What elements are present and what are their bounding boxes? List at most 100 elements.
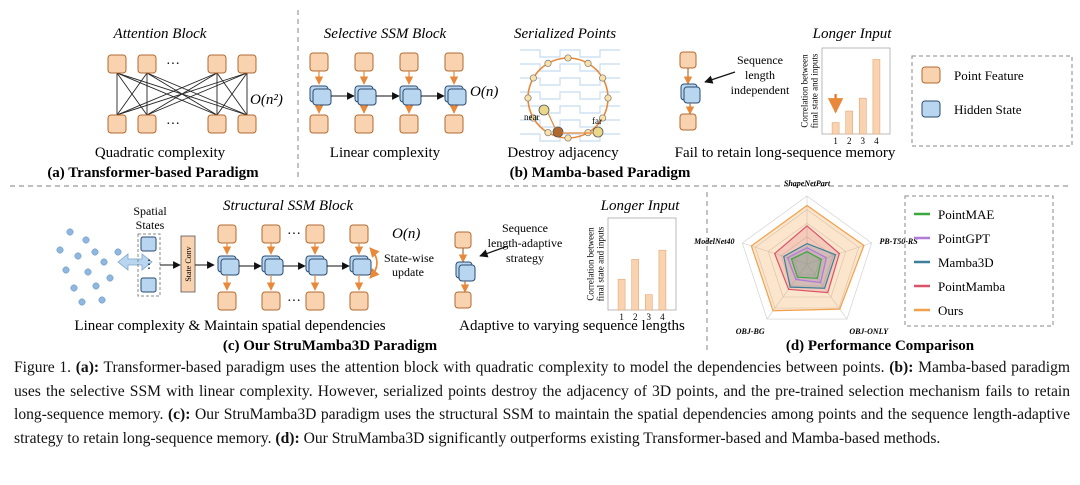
caption-lead: Figure 1. — [14, 359, 76, 376]
far-label: far — [592, 116, 602, 126]
sequence-adaptive: Sequence length-adaptive strategy — [454, 221, 562, 309]
ssm-b-hidden-node — [312, 88, 332, 106]
panel-c-label: (c) Our StruMamba3D Paradigm — [223, 338, 438, 354]
spatial-states-line-1: Spatial — [133, 204, 167, 218]
ssm-c-input-node — [305, 224, 325, 244]
panel-a-label: (a) Transformer-based Paradigm — [47, 165, 259, 181]
radar-axis-label: OBJ-BG — [736, 327, 765, 336]
radar-series-ours — [750, 204, 865, 312]
serialized-point — [544, 59, 552, 67]
longer-input-title-b: Longer Input — [812, 26, 893, 42]
radar-series-mamba3d — [783, 242, 837, 289]
fail-retain-label: Fail to retain long-sequence memory — [675, 145, 896, 161]
attention-query-node — [137, 54, 157, 74]
point-cloud-point — [78, 298, 86, 306]
radar-axis — [806, 263, 848, 320]
ssm-c-ellipsis-top: ··· — [287, 227, 301, 242]
point-cloud-point — [84, 268, 92, 276]
point-cloud-point — [82, 236, 90, 244]
chart-ylabel-line-1: Correlation between — [800, 54, 810, 128]
chart-tick-label: 4 — [874, 136, 879, 146]
longer-input-title-c: Longer Input — [600, 198, 681, 214]
ssm-c-input-node — [261, 224, 281, 244]
attention-query-node — [207, 54, 227, 74]
point-cloud-point — [62, 266, 70, 274]
legend-label-pointmamba: PointMamba — [938, 279, 1005, 294]
linear-complexity-label: Linear complexity — [330, 145, 441, 161]
state-conv-label: State Conv — [184, 246, 193, 281]
spatial-states-line-2: States — [136, 218, 165, 232]
attention-key-node — [207, 114, 227, 134]
ssm-c-output-node — [217, 291, 237, 311]
hidden-state-swatch — [921, 100, 941, 118]
radar-grid — [793, 250, 821, 276]
chart-bar — [658, 249, 667, 311]
legend-label-mamba3d: Mamba3D — [938, 255, 994, 270]
ssm-b-output-node — [399, 114, 419, 134]
chart-tick-label: 2 — [633, 312, 638, 322]
chart-bar — [631, 259, 640, 311]
attention-block: Attention Block ··· ··· O(n²) Quadratic … — [47, 26, 283, 181]
ssm-b-hidden-node — [402, 88, 422, 106]
panel-d-label: (d) Performance Comparison — [786, 338, 975, 354]
caption-a-tag: (a): — [75, 359, 100, 376]
chart-tick-label: 3 — [647, 312, 652, 322]
attention-connection — [216, 72, 248, 116]
caption-d-text: Our StruMamba3D significantly outperform… — [299, 429, 941, 447]
legend-label-pointmae: PointMAE — [938, 207, 994, 222]
attention-key-node — [107, 114, 127, 134]
chart-tick-label: 1 — [833, 136, 838, 146]
seq-adaptive-line-1: Sequence — [502, 221, 548, 235]
ssm-b-input-node — [399, 52, 419, 72]
legend-label-pointgpt: PointGPT — [938, 231, 990, 246]
serialized-point — [564, 54, 572, 62]
legend-label-ours: Ours — [938, 303, 963, 318]
chart-bar — [617, 279, 626, 311]
chart-bar — [872, 59, 881, 135]
chart-tick-label: 4 — [660, 312, 665, 322]
caption-b-text: Mamba-based paradigm uses the selective … — [14, 359, 1070, 424]
attention-query-node — [237, 54, 257, 74]
structural-ssm-block: Spatial States ⋮ State Conv Structural S… — [56, 198, 434, 334]
structural-complexity-formula: O(n) — [392, 226, 420, 242]
ssm-c-hidden-node — [308, 258, 328, 276]
attention-connection — [146, 72, 248, 116]
chart-ylabel-line-2: final state and inputs — [809, 53, 819, 128]
caption-d-tag: (d): — [275, 429, 300, 447]
hidden-state-label: Hidden State — [954, 102, 1022, 117]
serialized-point — [584, 59, 592, 67]
radar-axis-label: ShapeNetPart — [784, 179, 831, 188]
seq-independent-line-3: independent — [731, 83, 790, 97]
point-cloud-point — [70, 284, 78, 292]
ssm-c-input-node — [217, 224, 237, 244]
attention-ellipsis-bottom: ··· — [166, 117, 180, 132]
radar-axis — [766, 263, 808, 320]
serialized-points-title: Serialized Points — [514, 26, 616, 42]
state-wise-update-line-1: State-wise — [384, 251, 434, 265]
radar-grid — [754, 209, 860, 309]
ssm-c-output-node — [349, 291, 369, 311]
radar-series-pointmae — [790, 251, 822, 279]
point-cloud-point — [91, 248, 99, 256]
chart-ylabel-line-1: Correlation between — [586, 227, 596, 301]
attention-connection — [116, 72, 148, 116]
quadratic-complexity-label: Quadratic complexity — [95, 145, 226, 161]
structural-ssm-title: Structural SSM Block — [223, 198, 353, 214]
serialized-point — [524, 94, 532, 102]
serialized-point — [599, 74, 607, 82]
serialized-point — [564, 134, 572, 142]
longer-input-chart-b: Longer Input Correlation betweenfinal st… — [675, 26, 896, 161]
attention-block-title: Attention Block — [113, 26, 207, 42]
caption-c-tag: (c): — [167, 406, 191, 424]
near-label: near — [524, 112, 540, 122]
ssm-c-input-node — [349, 224, 369, 244]
ssm-c-hidden-node — [352, 258, 372, 276]
chart-bar — [831, 122, 840, 135]
ssm-b-input-node — [444, 52, 464, 72]
chart-tick-label: 1 — [619, 312, 624, 322]
radar-grid — [741, 195, 873, 320]
linear-complexity-formula: O(n) — [470, 84, 498, 100]
point-cloud-point — [74, 252, 82, 260]
caption-b-tag: (b): — [889, 359, 914, 376]
